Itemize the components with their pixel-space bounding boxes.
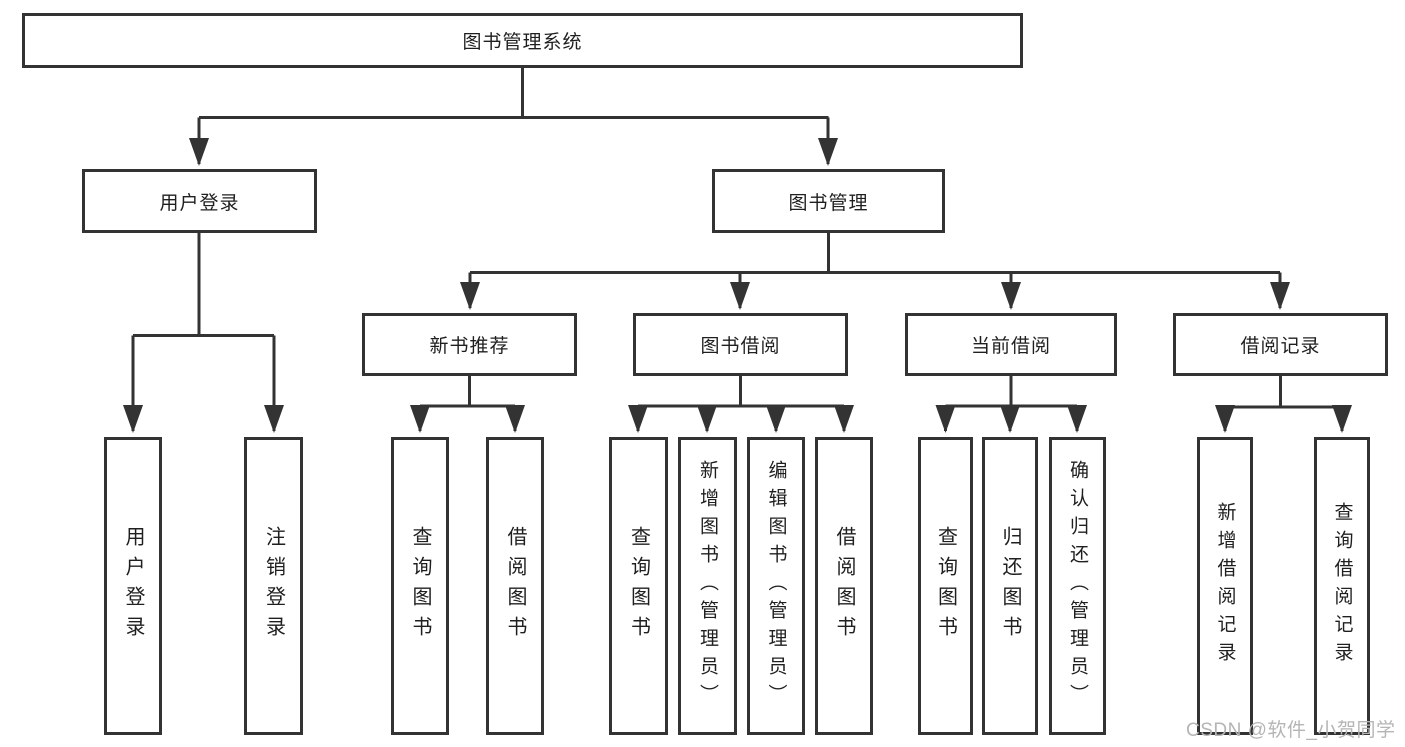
leaf-current-query-book: 查询图书 (918, 437, 973, 735)
leaf-recommend-borrow-book: 借阅图书 (486, 437, 544, 735)
leaf-records-query-record: 查询借阅记录 (1314, 437, 1370, 735)
node-new-book-recommend: 新书推荐 (362, 313, 577, 376)
leaf-borrow-edit-book-admin-label: 编辑图书（管理员） (765, 460, 787, 712)
leaf-user-login-label: 用户登录 (122, 526, 144, 646)
leaf-borrow-borrow-book: 借阅图书 (815, 437, 873, 735)
leaf-records-add-record: 新增借阅记录 (1197, 437, 1253, 735)
csdn-watermark: CSDN @软件_小贺同学 (1186, 720, 1396, 741)
leaf-borrow-edit-book-admin: 编辑图书（管理员） (747, 437, 805, 735)
leaf-recommend-borrow-book-label: 借阅图书 (504, 526, 526, 646)
node-borrow-records-label: 借阅记录 (1240, 336, 1321, 357)
node-current-borrow: 当前借阅 (905, 313, 1117, 376)
leaf-borrow-add-book-admin: 新增图书（管理员） (678, 437, 737, 735)
leaf-records-query-record-label: 查询借阅记录 (1331, 502, 1353, 670)
leaf-records-add-record-label: 新增借阅记录 (1214, 502, 1236, 670)
node-book-management: 图书管理 (712, 169, 945, 233)
node-root: 图书管理系统 (22, 13, 1023, 68)
leaf-current-return-book-label: 归还图书 (999, 526, 1021, 646)
node-root-label: 图书管理系统 (462, 32, 583, 53)
leaf-borrow-query-book: 查询图书 (609, 437, 668, 735)
leaf-borrow-query-book-label: 查询图书 (627, 526, 650, 646)
leaf-logout-login-label: 注销登录 (262, 526, 285, 646)
leaf-recommend-query-book: 查询图书 (391, 437, 449, 735)
leaf-logout-login: 注销登录 (244, 437, 303, 735)
leaf-current-confirm-return-admin-label: 确认归还（管理员） (1067, 460, 1088, 712)
node-book-borrow: 图书借阅 (633, 313, 848, 376)
leaf-current-return-book: 归还图书 (982, 437, 1038, 735)
node-borrow-records: 借阅记录 (1173, 313, 1388, 376)
leaf-current-query-book-label: 查询图书 (934, 526, 957, 646)
leaf-current-confirm-return-admin: 确认归还（管理员） (1049, 437, 1106, 735)
leaf-user-login: 用户登录 (104, 437, 162, 735)
node-new-book-recommend-label: 新书推荐 (429, 336, 510, 357)
leaf-borrow-add-book-admin-label: 新增图书（管理员） (697, 460, 718, 712)
node-current-borrow-label: 当前借阅 (970, 336, 1051, 357)
node-user-login-label: 用户登录 (159, 192, 240, 214)
node-book-borrow-label: 图书借阅 (700, 336, 781, 357)
node-user-login: 用户登录 (82, 169, 317, 233)
node-book-management-label: 图书管理 (788, 192, 869, 214)
leaf-recommend-query-book-label: 查询图书 (409, 526, 431, 646)
leaf-borrow-borrow-book-label: 借阅图书 (833, 526, 855, 646)
